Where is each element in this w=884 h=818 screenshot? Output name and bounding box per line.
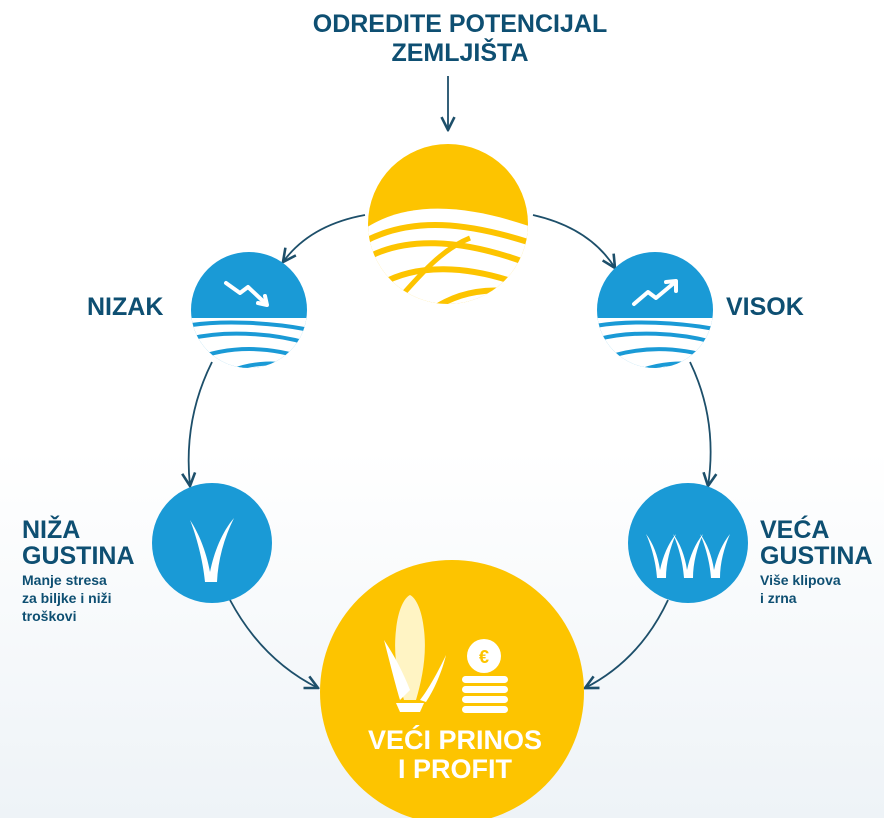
result-label: VEĆI PRINOS I PROFIT (310, 726, 600, 784)
page-title: ODREDITE POTENCIJAL ZEMLJIŠTA (250, 10, 670, 68)
arrow-top-to-high (532, 214, 615, 268)
euro-symbol: € (479, 647, 489, 667)
high-potential-field-icon (597, 318, 713, 368)
result-line-1: VEĆI PRINOS (367, 725, 543, 755)
lower-density-title-2: GUSTINA (22, 542, 135, 570)
soil-potential-circle (368, 144, 528, 304)
title-line-1: ODREDITE POTENCIJAL (312, 10, 608, 38)
arrow-high-to-higher-density (689, 361, 711, 486)
trend-down-icon (224, 281, 269, 307)
corn-and-coins-icon: € (384, 595, 508, 713)
lower-density-desc-3: troškovi (22, 608, 77, 624)
lower-density-label: NIŽA GUSTINA Manje stresa za biljke i ni… (22, 517, 135, 625)
title-line-2: ZEMLJIŠTA (391, 39, 529, 67)
arrow-lower-density-to-result (229, 599, 318, 688)
coin-stack-icon: € (462, 639, 508, 713)
lower-density-desc-2: za biljke i niži (22, 590, 112, 606)
low-potential-field-icon (191, 318, 307, 368)
arrow-top-to-low (283, 214, 366, 262)
lower-density-circle (152, 483, 272, 603)
high-potential-label: VISOK (726, 293, 804, 321)
higher-density-label: VEĆA GUSTINA Više klipova i zrna (760, 517, 873, 607)
corn-icon (384, 595, 446, 712)
field-icon (368, 208, 528, 304)
arrow-higher-density-to-result (585, 599, 669, 688)
result-line-2: I PROFIT (398, 754, 512, 784)
lower-density-title-1: NIŽA (22, 516, 81, 544)
higher-density-desc-1: Više klipova (760, 572, 841, 588)
arrow-low-to-lower-density (189, 361, 213, 486)
higher-density-title-2: GUSTINA (760, 542, 873, 570)
low-potential-circle (191, 252, 307, 368)
multiple-plants-icon (646, 534, 730, 578)
low-potential-label: NIZAK (87, 293, 164, 321)
single-plant-icon (190, 518, 234, 582)
lower-density-desc-1: Manje stresa (22, 572, 107, 588)
trend-up-icon (632, 279, 678, 306)
higher-density-circle (628, 483, 748, 603)
high-potential-circle (597, 252, 713, 368)
higher-density-title-1: VEĆA (760, 516, 830, 544)
result-circle: € (320, 560, 584, 818)
higher-density-desc-2: i zrna (760, 590, 797, 606)
